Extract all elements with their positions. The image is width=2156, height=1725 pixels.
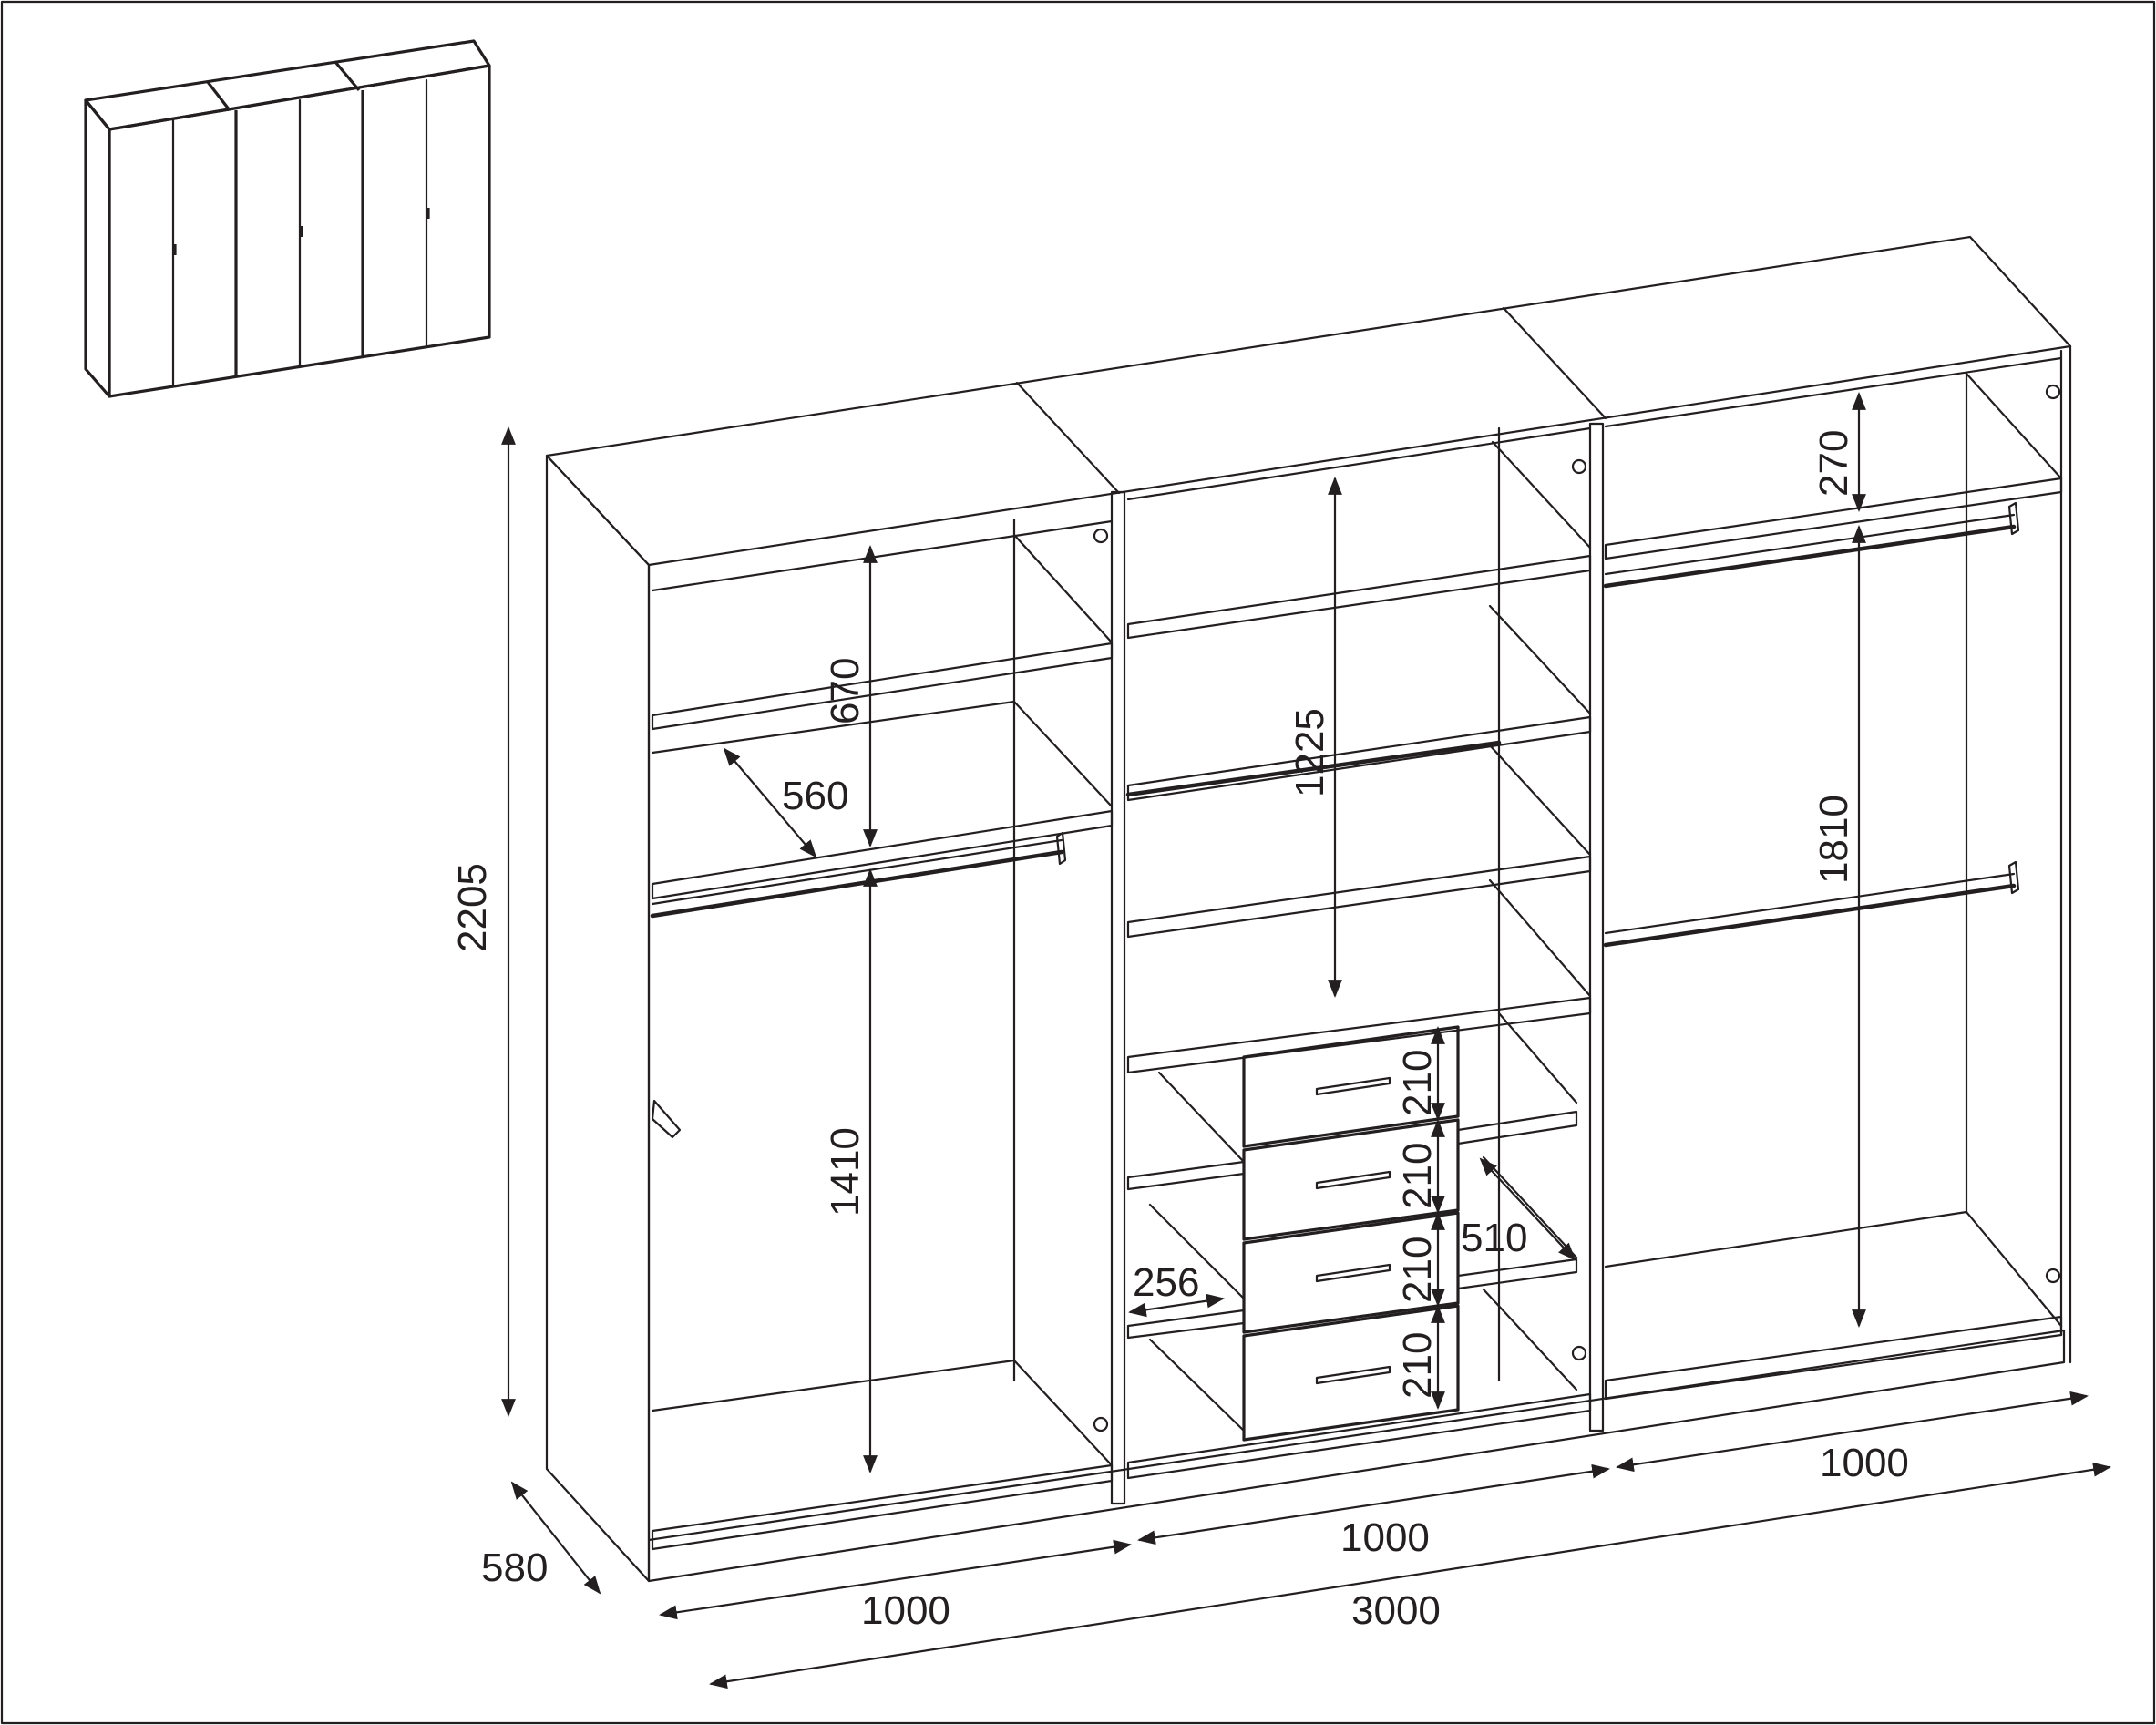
label-left-top-compartment: 670 [823,658,868,724]
label-width-left: 1000 [861,1588,950,1633]
label-width-right: 1000 [1820,1441,1909,1485]
label-drawer-3: 210 [1395,1237,1440,1303]
label-width-middle: 1000 [1340,1515,1430,1560]
label-width-total: 3000 [1351,1588,1441,1633]
dimension-labels: 2205 580 3000 1000 1000 1000 670 560 141… [450,430,1909,1633]
label-drawer-1: 210 [1395,1050,1440,1116]
wardrobe-carcass [545,235,2072,1583]
left-module [650,490,1126,1551]
label-side-shelf-depth: 510 [1461,1216,1527,1260]
label-height-total: 2205 [450,863,495,952]
thumbnail-closed-wardrobe [84,39,491,398]
label-drawer-2: 210 [1395,1143,1440,1209]
drawer-stack [1242,1025,1460,1442]
label-left-hanging: 1410 [823,1127,868,1217]
label-drawer-4: 210 [1395,1332,1440,1399]
label-side-shelf-width: 256 [1133,1260,1199,1305]
middle-module [1125,422,1605,1480]
label-right-top-compartment: 270 [1812,430,1856,497]
label-depth: 580 [481,1545,548,1590]
label-left-shelf-depth: 560 [782,774,848,818]
label-right-hanging: 1810 [1812,795,1856,884]
label-middle-upper: 1225 [1288,708,1332,797]
right-module [1603,356,2063,1401]
dimension-lines [501,392,2111,1689]
